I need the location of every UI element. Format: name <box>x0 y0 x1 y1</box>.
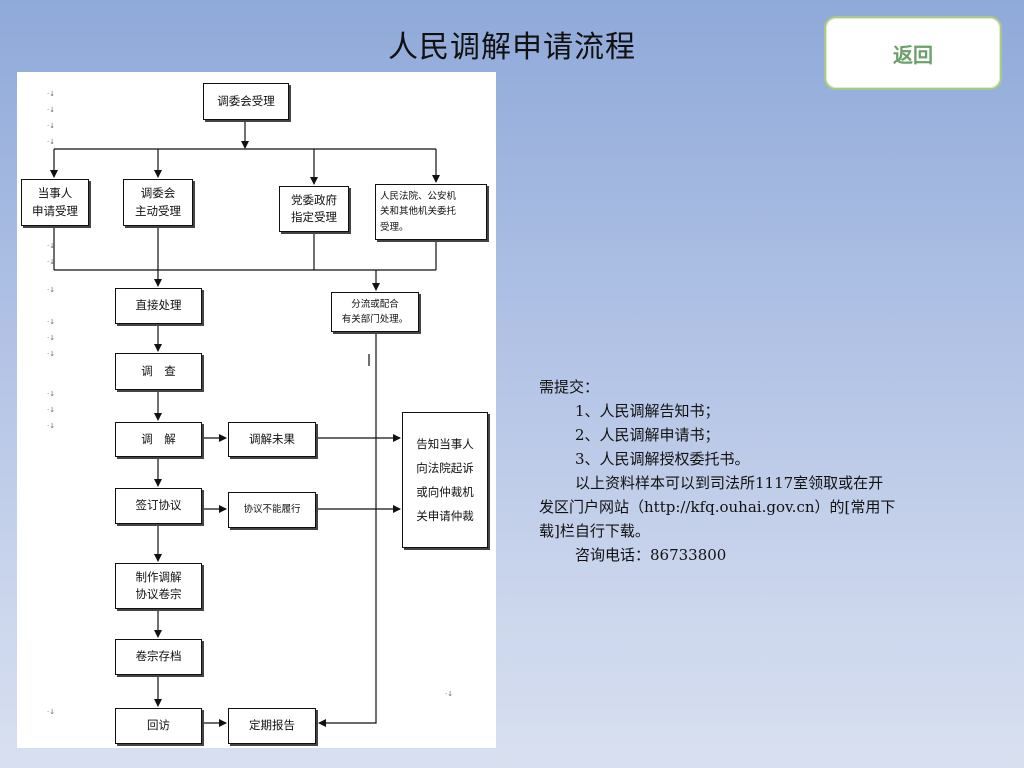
investigate-box: 调 查 <box>115 353 202 390</box>
notes-paragraph-line-2: 发区门户网站（http://kfq.ouhai.gov.cn）的[常用下 <box>539 498 896 516</box>
notes-item-2: 2、人民调解申请书； <box>575 426 720 444</box>
committee-accept-box: 调委会受理 <box>203 83 289 120</box>
party-gov-assign-box: 党委政府 指定受理 <box>279 186 349 232</box>
back-button[interactable]: 返回 <box>824 16 1002 90</box>
direct-handle-box: 直接处理 <box>115 288 202 324</box>
agreement-unfulfilled-box: 协议不能履行 <box>228 492 316 528</box>
periodic-report-box: 定期报告 <box>228 708 316 744</box>
page-title: 人民调解申请流程 <box>388 30 636 65</box>
notes-item-3: 3、人民调解授权委托书。 <box>575 450 750 468</box>
make-file-box: 制作调解 协议卷宗 <box>115 563 202 609</box>
party-apply-box: 当事人 申请受理 <box>21 179 89 226</box>
divert-handle-box: 分流或配合 有关部门处理。 <box>331 292 419 332</box>
notes-paragraph-line-3: 载]栏自行下载。 <box>539 522 650 540</box>
mediate-box: 调 解 <box>115 422 202 457</box>
notes-phone: 咨询电话：86733800 <box>575 546 727 564</box>
court-police-entrust-box: 人民法院、公安机 关和其他机关委托 受理。 <box>375 184 487 240</box>
notes-item-1: 1、人民调解告知书； <box>575 402 720 420</box>
sign-agreement-box: 签订协议 <box>115 488 202 524</box>
notes-paragraph-line-1: 以上资料样本可以到司法所1117室领取或在开 <box>575 474 884 492</box>
flowchart-connectors <box>50 120 440 727</box>
flowchart-panel: ·↓ ·↓ ·↓ ·↓ ·↓ ·↓ ·↓ ·↓ ·↓ ·↓ ·↓ ·↓ ·↓ ·… <box>17 72 496 748</box>
submission-notes: 需提交： 1、人民调解告知书； 2、人民调解申请书； 3、人民调解授权委托书。 … <box>539 375 979 567</box>
notes-heading: 需提交： <box>539 378 600 396</box>
archive-file-box: 卷宗存档 <box>115 639 202 675</box>
committee-initiative-box: 调委会 主动受理 <box>123 179 193 226</box>
mediate-fail-box: 调解未果 <box>228 422 316 457</box>
revisit-box: 回访 <box>115 708 202 744</box>
inform-party-box: 告知当事人 向法院起诉 或向仲裁机 关申请仲裁 <box>402 412 488 548</box>
